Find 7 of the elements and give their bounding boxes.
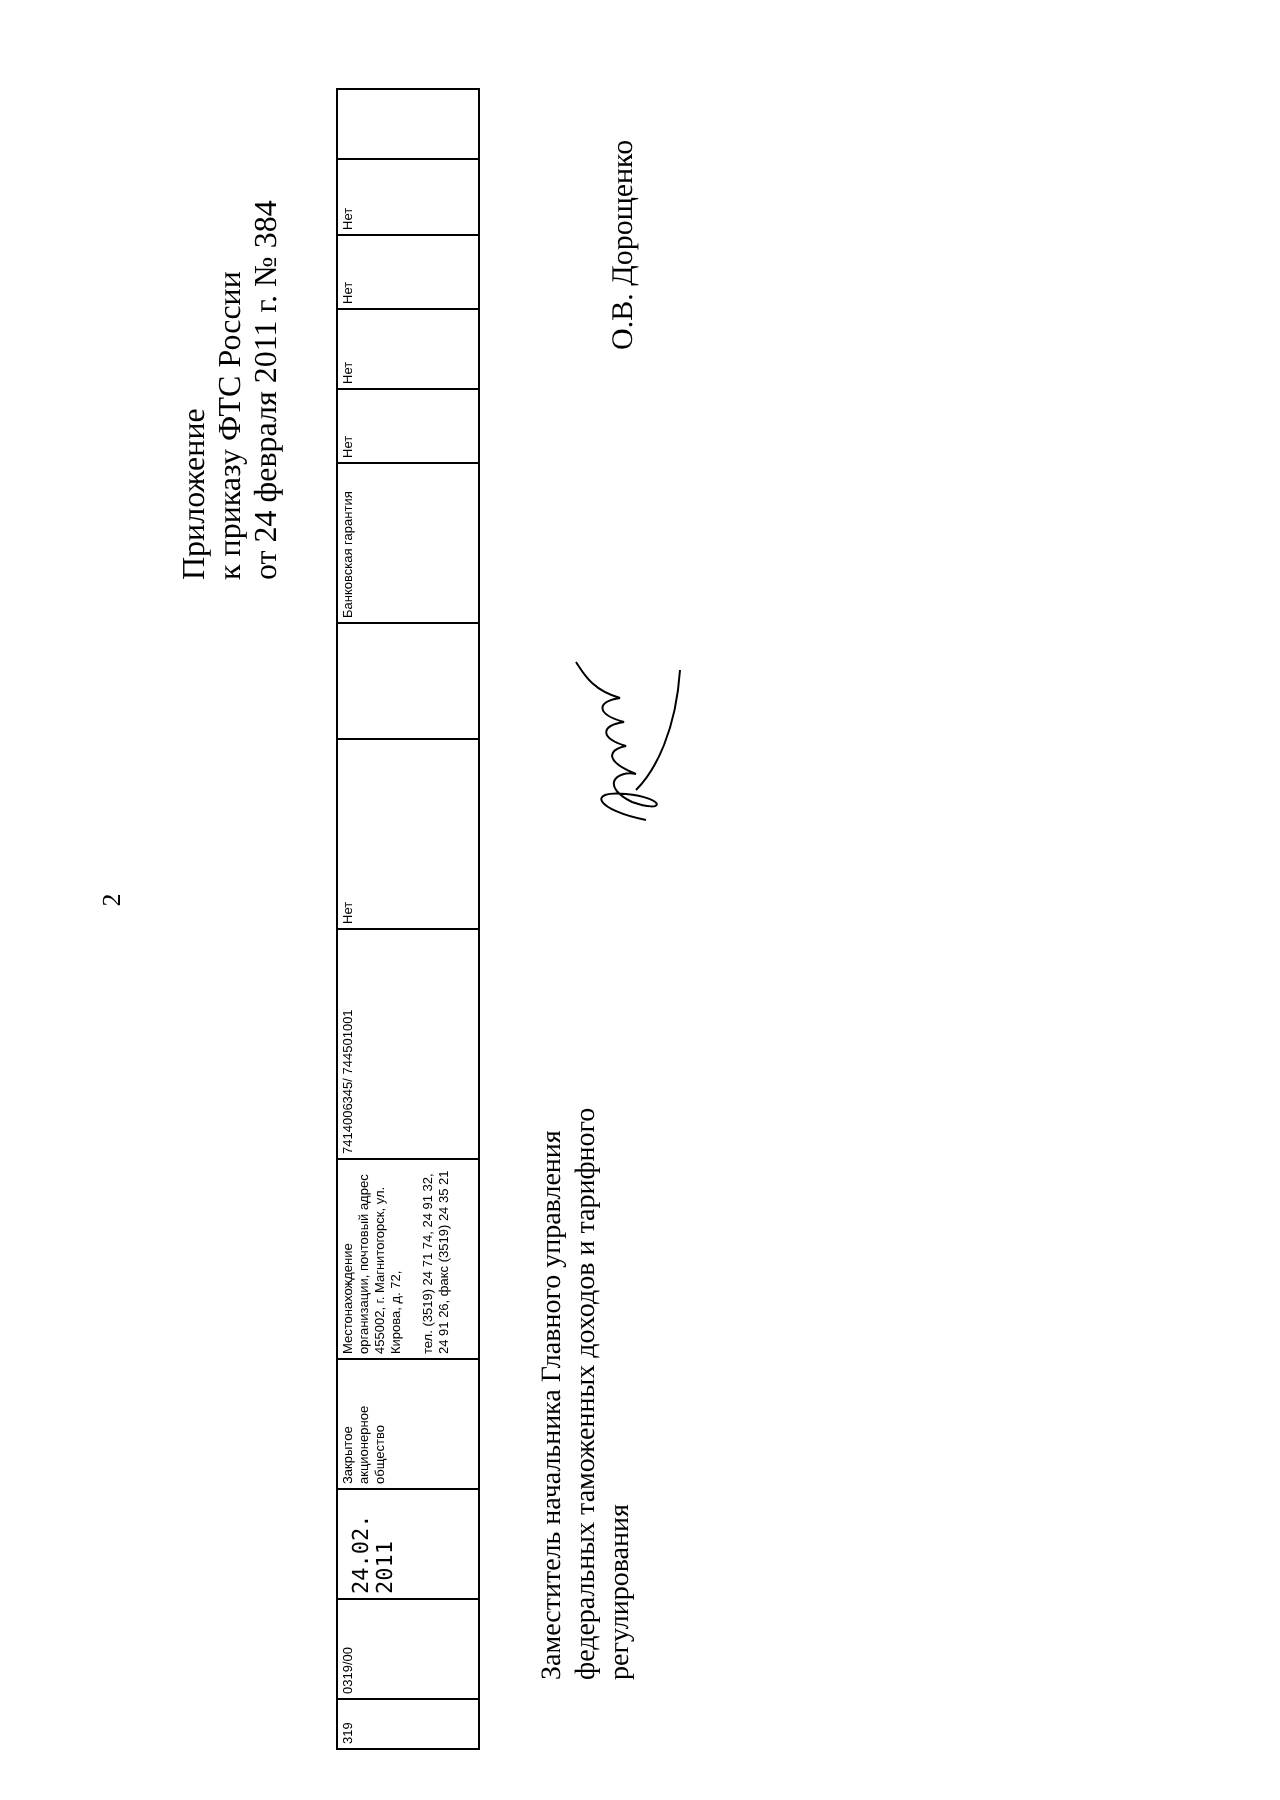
signatory-title: Заместитель начальника Главного управления федеральных таможенных доходов и тарифного регулирования <box>536 1105 638 1680</box>
page-number: 2 <box>96 891 128 911</box>
heading-text: к приказу ФТС России <box>212 269 250 580</box>
heading-text: от 24 февраля 2011 г. № 384 <box>248 198 286 580</box>
heading-text: Приложение <box>176 406 214 580</box>
signatory-name: О.В. Дорощенко <box>606 137 642 350</box>
table-cell-text: 24.02. 2011 <box>350 1512 398 1594</box>
